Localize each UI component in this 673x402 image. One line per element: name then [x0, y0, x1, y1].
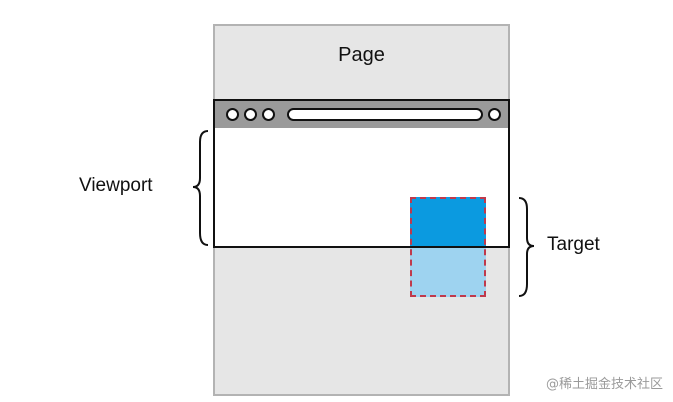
target-hidden-part — [410, 247, 486, 297]
viewport-brace-icon — [192, 130, 209, 246]
viewport-bottom-edge — [213, 246, 510, 248]
window-control-dot-icon — [226, 108, 239, 121]
viewport-label: Viewport — [79, 175, 153, 196]
page-label: Page — [338, 44, 385, 66]
browser-button-dot-icon — [488, 108, 501, 121]
window-control-dot-icon — [262, 108, 275, 121]
watermark: @稀土掘金技术社区 — [545, 377, 663, 392]
address-bar — [287, 108, 483, 121]
target-visible-part — [410, 197, 486, 247]
target-brace-icon — [518, 197, 535, 297]
target-outline — [410, 197, 486, 297]
window-control-dot-icon — [244, 108, 257, 121]
target-label: Target — [547, 234, 600, 255]
